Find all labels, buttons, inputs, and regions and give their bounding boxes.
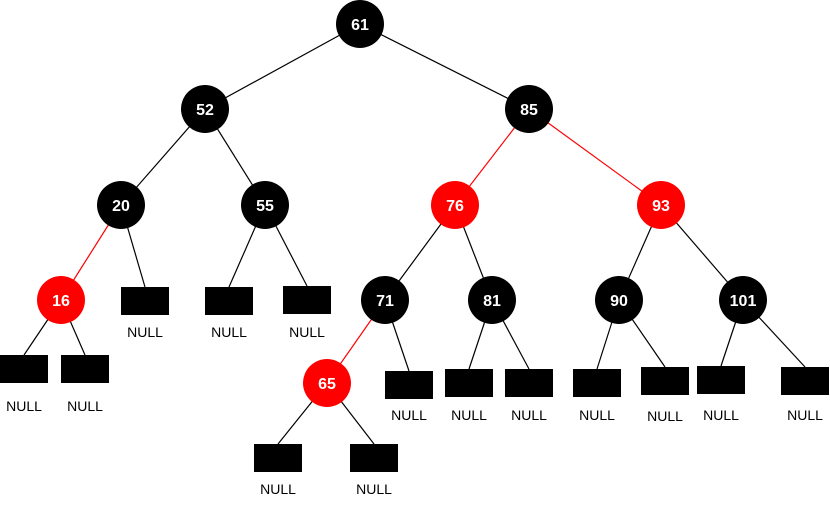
tree-node-76: 76 (431, 181, 479, 229)
null-leaf-label: NULL (647, 408, 683, 424)
null-leaf: NULL (505, 369, 553, 423)
null-leaf-label: NULL (289, 324, 325, 340)
null-leaf: NULL (697, 366, 745, 423)
black-node-circle (595, 276, 643, 324)
tree-node-52: 52 (181, 85, 229, 133)
null-leaf: NULL (641, 367, 689, 424)
null-leaf: NULL (385, 371, 433, 423)
null-leaf-label: NULL (127, 324, 163, 340)
tree-node-55: 55 (241, 181, 289, 229)
node-value-label: 65 (318, 376, 336, 393)
null-leaf-box (350, 444, 398, 472)
node-value-label: 61 (351, 17, 369, 34)
null-leaf: NULL (573, 369, 621, 423)
null-leaf-box (385, 371, 433, 399)
node-value-label: 101 (730, 293, 757, 310)
null-leaf-box (445, 369, 493, 397)
null-leaf: NULL (0, 355, 48, 414)
null-leaf-box (61, 355, 109, 383)
tree-node-90: 90 (595, 276, 643, 324)
black-node-circle (361, 276, 409, 324)
null-leaf-label: NULL (579, 407, 615, 423)
null-leaf-label: NULL (391, 407, 427, 423)
node-value-label: 55 (256, 198, 274, 215)
nodes-layer: 61 52 85 20 55 76 93 16 71 81 90 101 65 (37, 0, 767, 407)
null-leaf-box (283, 286, 331, 314)
null-leaves-layer: NULL NULL NULL NULL NULL NULL NULL NULL NULL NULL… (0, 286, 829, 497)
null-leaf: NULL (445, 369, 493, 423)
null-leaf-label: NULL (703, 407, 739, 423)
tree-node-65: 65 (303, 359, 351, 407)
null-leaf-box (205, 287, 253, 315)
node-value-label: 90 (610, 293, 628, 310)
null-leaf-box (254, 444, 302, 472)
node-value-label: 76 (446, 198, 464, 215)
null-leaf: NULL (283, 286, 331, 340)
null-leaf-label: NULL (451, 407, 487, 423)
null-leaf-box (573, 369, 621, 397)
tree-node-101: 101 (719, 276, 767, 324)
red-node-circle (431, 181, 479, 229)
tree-node-61: 61 (336, 0, 384, 48)
null-leaf-box (0, 355, 48, 383)
null-leaf-box (641, 367, 689, 395)
edge-n61-to-n52 (204, 23, 361, 110)
null-leaf: NULL (205, 287, 253, 340)
tree-node-85: 85 (505, 85, 553, 133)
null-leaf-box (121, 287, 169, 315)
null-leaf-box (697, 366, 745, 394)
null-leaf: NULL (254, 444, 302, 497)
node-value-label: 85 (520, 102, 538, 119)
null-leaf-label: NULL (511, 407, 547, 423)
tree-node-16: 16 (37, 276, 85, 324)
node-value-label: 81 (483, 293, 501, 310)
black-node-circle (97, 181, 145, 229)
node-value-label: 16 (52, 293, 70, 310)
null-leaf-label: NULL (356, 481, 392, 497)
node-value-label: 52 (196, 102, 214, 119)
null-leaf: NULL (350, 444, 398, 497)
null-leaf-box (781, 367, 829, 395)
null-leaf: NULL (121, 287, 169, 340)
null-leaf: NULL (781, 367, 829, 423)
null-leaf-label: NULL (211, 324, 247, 340)
null-leaf-label: NULL (260, 481, 296, 497)
black-node-circle (505, 85, 553, 133)
null-leaf: NULL (61, 355, 109, 414)
red-node-circle (303, 359, 351, 407)
edge-n61-to-n85 (359, 23, 530, 110)
red-node-circle (37, 276, 85, 324)
null-leaf-label: NULL (6, 398, 42, 414)
null-leaf-box (505, 369, 553, 397)
tree-node-20: 20 (97, 181, 145, 229)
node-value-label: 20 (112, 198, 130, 215)
red-node-circle (637, 181, 685, 229)
edge-n85-to-n93 (528, 108, 662, 206)
null-leaf-label: NULL (787, 407, 823, 423)
tree-node-93: 93 (637, 181, 685, 229)
black-node-circle (241, 181, 289, 229)
tree-node-71: 71 (361, 276, 409, 324)
black-node-circle (719, 276, 767, 324)
black-node-circle (181, 85, 229, 133)
null-leaf-label: NULL (67, 398, 103, 414)
node-value-label: 93 (652, 198, 670, 215)
tree-node-81: 81 (468, 276, 516, 324)
black-node-circle (336, 0, 384, 48)
node-value-label: 71 (376, 293, 394, 310)
black-node-circle (468, 276, 516, 324)
